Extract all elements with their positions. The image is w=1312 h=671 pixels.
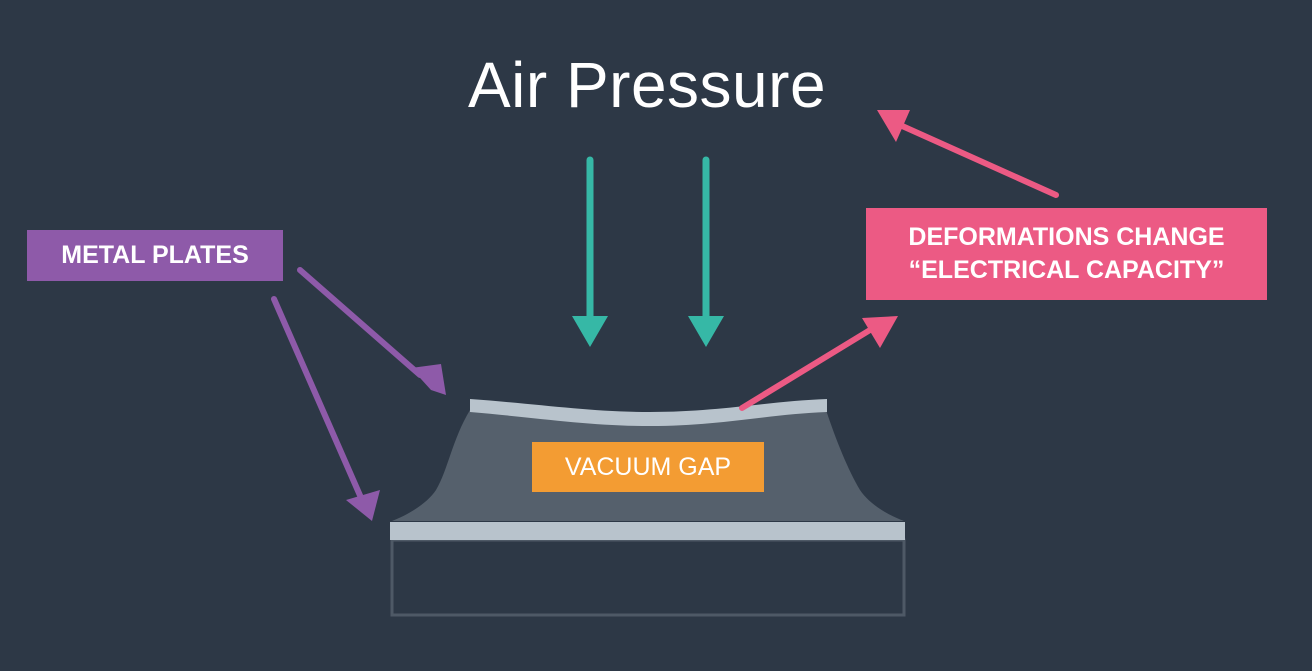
deformations-label: DEFORMATIONS CHANGE “ELECTRICAL CAPACITY… xyxy=(866,208,1267,300)
vacuum-gap-label: VACUUM GAP xyxy=(532,442,764,492)
bottom-metal-plate xyxy=(390,522,905,540)
deformations-text-line1: DEFORMATIONS CHANGE xyxy=(908,223,1225,251)
metal-plates-arrow-top xyxy=(297,267,446,395)
top-metal-plate xyxy=(470,399,827,426)
diagram-title: Air Pressure xyxy=(467,49,827,121)
pressure-arrow-right xyxy=(688,156,724,347)
metal-plates-text: METAL PLATES xyxy=(61,241,249,269)
vacuum-gap-text: VACUUM GAP xyxy=(564,452,732,481)
deformation-arrow-lower xyxy=(739,316,898,411)
deformations-text-line2: “ELECTRICAL CAPACITY” xyxy=(908,256,1225,284)
metal-plates-arrow-bottom xyxy=(271,296,380,521)
deformation-arrow-upper xyxy=(877,110,1059,198)
base-box xyxy=(390,538,906,617)
pressure-arrow-left xyxy=(572,156,608,347)
metal-plates-label: METAL PLATES xyxy=(27,230,283,281)
